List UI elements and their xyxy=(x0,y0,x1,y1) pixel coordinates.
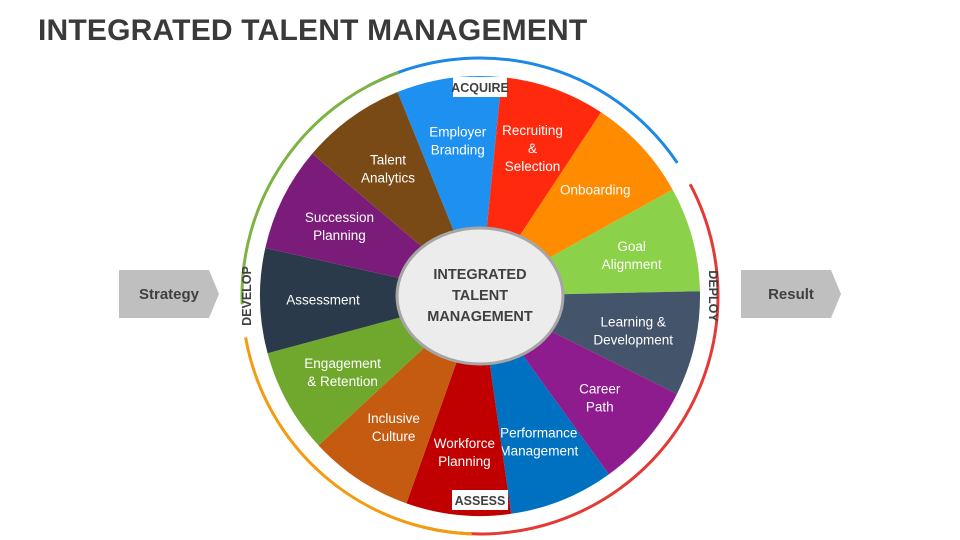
segment-wedge xyxy=(260,247,480,354)
center-line-3: MANAGEMENT xyxy=(427,309,533,325)
center-hub: INTEGRATED TALENT MANAGEMENT xyxy=(395,226,565,366)
segment-label: Performance xyxy=(500,426,577,441)
acquire-label-bg xyxy=(453,77,507,97)
develop-arc xyxy=(240,70,400,305)
segment-label: Career xyxy=(579,382,621,397)
strategy-label: Strategy xyxy=(138,285,200,303)
segment-label: & Retention xyxy=(307,374,378,389)
segment-label: Assessment xyxy=(286,292,360,307)
segment-label: Planning xyxy=(313,228,366,243)
acquire-label: ACQUIRE xyxy=(451,81,509,95)
segment-label: Management xyxy=(499,444,578,459)
page-title: INTEGRATED TALENT MANAGEMENT xyxy=(38,14,588,47)
segment-label: Development xyxy=(593,332,673,347)
center-line-1: INTEGRATED xyxy=(433,267,526,283)
deploy-label: DEPLOY xyxy=(706,270,720,322)
segment-label: Workforce xyxy=(434,436,495,451)
segment-label: Talent xyxy=(370,153,406,168)
deploy-arc xyxy=(422,183,720,536)
segment-label: Recruiting xyxy=(502,123,563,138)
segment-label: Selection xyxy=(505,159,561,174)
segment-label: Inclusive xyxy=(367,411,420,426)
result-arrow: Result xyxy=(741,270,841,318)
segment-label: Path xyxy=(586,400,614,415)
develop-label: DEVELOP xyxy=(240,266,254,326)
segment-label: & xyxy=(528,141,537,156)
segment-label: Analytics xyxy=(361,171,415,186)
segment-label: Engagement xyxy=(304,356,381,371)
strategy-arrow: Strategy xyxy=(119,270,219,318)
assess-label-bg xyxy=(452,490,508,510)
segment-label: Alignment xyxy=(602,257,662,272)
segment-label: Employer xyxy=(429,125,487,140)
segment-label: Onboarding xyxy=(560,182,631,197)
center-line-2: TALENT xyxy=(452,288,508,304)
result-label: Result xyxy=(768,285,814,303)
stage-arcs xyxy=(240,56,720,536)
segment-label: Succession xyxy=(305,210,374,225)
segment-label: Learning & xyxy=(601,314,666,329)
segment-label: Branding xyxy=(431,143,485,158)
assess-arc xyxy=(244,337,472,536)
acquire-arc xyxy=(367,56,679,164)
segment-label: Culture xyxy=(372,429,416,444)
center-ellipse xyxy=(395,226,565,366)
assess-label: ASSESS xyxy=(455,494,506,508)
segment-label: Goal xyxy=(617,239,646,254)
segment-label: Planning xyxy=(438,454,491,469)
